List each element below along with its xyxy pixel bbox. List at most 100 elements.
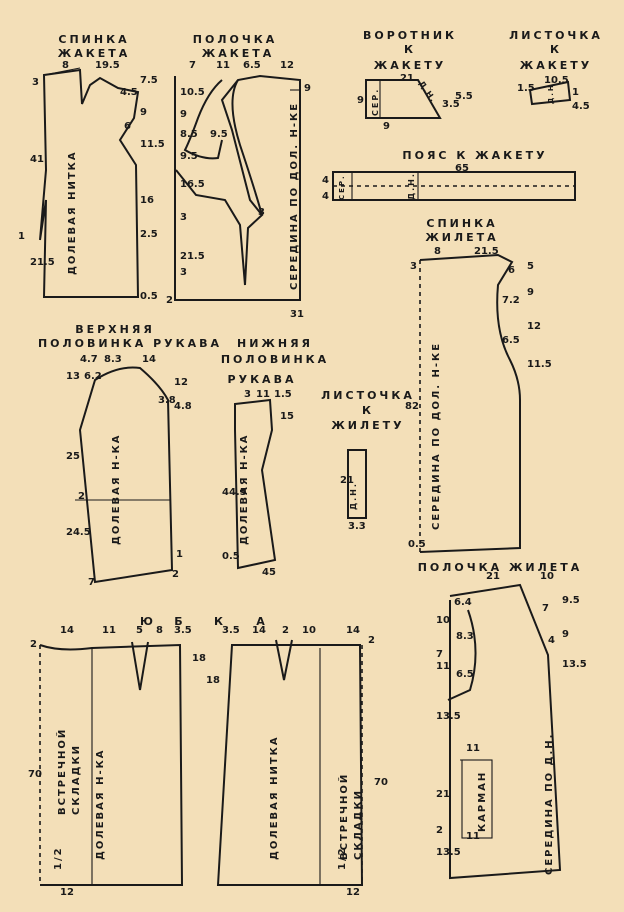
dim-back-e: 6 (124, 121, 131, 132)
dim-vf-f: 7 (436, 649, 443, 660)
label-skirt-left-grain: ДОЛЕВАЯ Н-КА (95, 748, 106, 860)
label-collar-sep: СЕР. (371, 87, 380, 116)
dim-skl-t2: 11 (102, 625, 116, 636)
dim-front-f: 16.5 (180, 179, 205, 190)
dim-vback-b: 6 (508, 265, 515, 276)
skirt-left-outline (39, 641, 184, 886)
dim-skr-a: 2 (368, 635, 375, 646)
dim-us-j: 2 (172, 569, 179, 580)
label-half-left: 1/2 (53, 846, 64, 870)
dim-back-j: 1 (18, 231, 25, 242)
belt-outline (332, 171, 576, 201)
title-skirt-3: К (214, 615, 226, 628)
dim-us-e: 4.8 (174, 401, 192, 412)
title-welt-jacket-2: К (550, 43, 562, 56)
dim-front-t1: 7 (189, 60, 196, 71)
dim-skl-d: 12 (60, 887, 74, 898)
dim-back-l: 0.5 (140, 291, 158, 302)
title-skirt-4: А (256, 615, 268, 628)
dim-belt-b: 4 (322, 191, 329, 202)
title-collar-2: К (404, 43, 416, 56)
dim-vf-h: 9 (562, 629, 569, 640)
dim-collar-w: 21 (400, 73, 414, 84)
dim-front-c: 8.5 (180, 129, 198, 140)
dim-welt-j-r2: 4.5 (572, 101, 590, 112)
dim-vf-t2: 10 (540, 571, 554, 582)
dim-front-i: 21.5 (180, 251, 205, 262)
label-grain-back: ДОЛЕВАЯ НИТКА (67, 150, 78, 275)
dim-front-j: 2 (166, 295, 173, 306)
dim-back-a: 3 (32, 77, 39, 88)
dim-front-g: 3 (180, 212, 187, 223)
dim-skr-t4: 10 (302, 625, 316, 636)
dim-vback-t1: 8 (434, 246, 441, 257)
dim-us-g: 2 (78, 491, 85, 502)
dim-back-g: 41 (30, 154, 44, 165)
title-lower-sleeve-2: ПОЛОВИНКА (220, 353, 330, 366)
title-welt-jacket-3: ЖАКЕТУ (519, 59, 593, 72)
label-welt-vest-dn: Д.Н. (349, 482, 358, 510)
vest-back-outline (419, 253, 521, 553)
title-skirt-2: Б (174, 615, 186, 628)
dim-back-top2: 19.5 (95, 60, 120, 71)
dim-skr-t3: 2 (282, 625, 289, 636)
dim-vf-p: 2 (436, 825, 443, 836)
dim-vback-g: 6.5 (502, 335, 520, 346)
dim-us-c: 12 (174, 377, 188, 388)
dim-us-f: 25 (66, 451, 80, 462)
title-back-vest-1: СПИНКА (426, 217, 498, 230)
collar-outline (365, 79, 442, 119)
dim-skr-b: 18 (206, 675, 220, 686)
dim-skr-t2: 14 (252, 625, 266, 636)
dim-front-t3: 6.5 (243, 60, 261, 71)
dim-ls-a: 15 (280, 411, 294, 422)
dim-us-i: 7 (88, 577, 95, 588)
dim-wv-h: 21 (340, 475, 354, 486)
dim-vf-l: 13.5 (436, 711, 461, 722)
label-skirt-right-grain: ДОЛЕВАЯ НИТКА (269, 735, 280, 860)
dim-back-b: 4.5 (120, 87, 138, 98)
label-upper-sleeve-grain: ДОЛЕВАЯ Н-КА (111, 433, 122, 545)
label-vest-back-center: СЕРЕДИНА ПО ДОЛ. Н-КЕ (431, 341, 442, 530)
dim-wv-w: 3.3 (348, 521, 366, 532)
dim-ls-t2: 11 (256, 389, 270, 400)
dim-vback-f: 12 (527, 321, 541, 332)
upper-sleeve-outline (75, 366, 174, 584)
title-skirt-1: Ю (140, 615, 156, 628)
welt-vest-outline (347, 449, 367, 519)
dim-ls-t1: 3 (244, 389, 251, 400)
title-back-vest-2: ЖИЛЕТА (425, 231, 499, 244)
dim-front-l: 31 (290, 309, 304, 320)
dim-back-f: 11.5 (140, 139, 165, 150)
dim-front-b: 9 (180, 109, 187, 120)
dim-skl-t3: 5 (136, 625, 143, 636)
dim-vf-o: 21 (436, 789, 450, 800)
label-half-right: 1/2 (337, 846, 348, 870)
dim-skr-t5: 14 (346, 625, 360, 636)
dim-front-t2: 11 (216, 60, 230, 71)
dim-skl-t1: 14 (60, 625, 74, 636)
dim-ls-b: 44.5 (222, 487, 247, 498)
dim-vback-a: 3 (410, 261, 417, 272)
dim-vf-q: 13.5 (436, 847, 461, 858)
dim-vf-n: 11 (466, 831, 480, 842)
dim-us-t3: 14 (142, 354, 156, 365)
dim-vf-t1: 21 (486, 571, 500, 582)
dim-us-t1: 4.7 (80, 354, 98, 365)
label-belt-dn: Д.Н. (407, 172, 416, 200)
label-front-center: СЕРЕДИНА ПО ДОЛ. Н-КЕ (289, 101, 300, 290)
dim-ls-c: 0.5 (222, 551, 240, 562)
dim-collar-r1: 3.5 (442, 99, 460, 110)
dim-front-m: 9 (304, 83, 311, 94)
label-skirt-right-fold: ВСТРЕЧНОЙ СКЛАДКИ (339, 772, 364, 860)
front-jacket-outline (174, 74, 301, 301)
title-lower-sleeve-3: РУКАВА (227, 373, 297, 386)
dim-us-t2: 8.3 (104, 354, 122, 365)
dim-front-d: 9.5 (210, 129, 228, 140)
dim-skr-d: 12 (346, 887, 360, 898)
back-jacket-outline (39, 67, 140, 298)
dim-vf-b: 10 (436, 615, 450, 626)
title-welt-jacket-1: ЛИСТОЧКА (509, 29, 603, 42)
dim-skl-t5: 3.5 (174, 625, 192, 636)
